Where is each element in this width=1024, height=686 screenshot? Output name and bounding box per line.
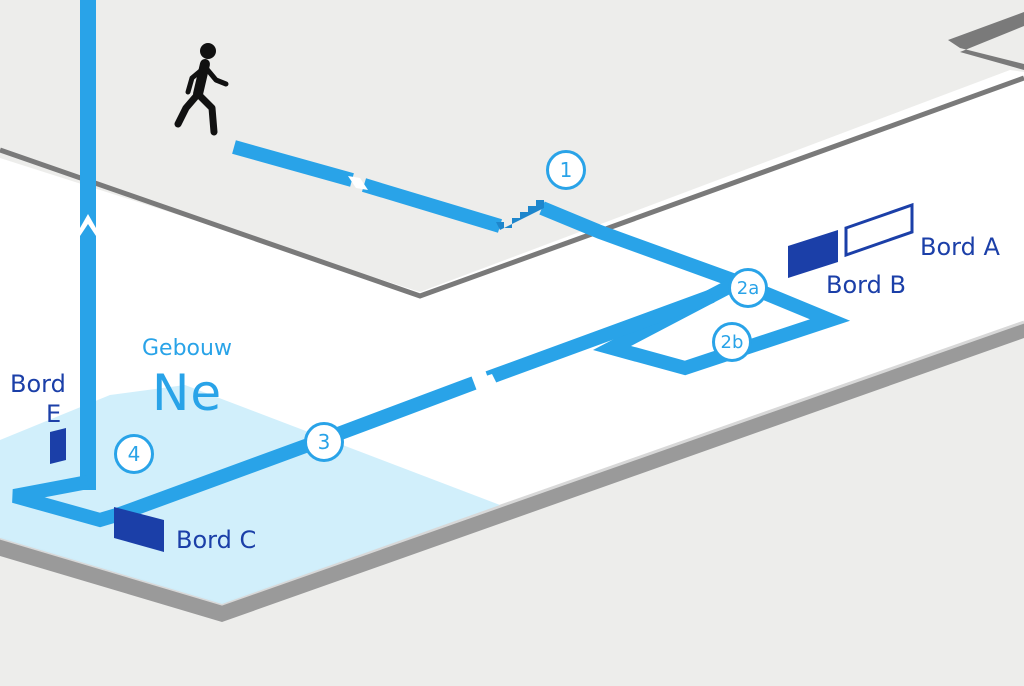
building-name: Gebouw — [142, 336, 232, 361]
sign-marker-a — [844, 202, 914, 258]
sign-label-e-line2: E — [46, 400, 62, 428]
sign-label-c: Bord C — [176, 526, 257, 554]
path-break-icon — [348, 176, 498, 390]
waypoint-1: 1 — [546, 150, 586, 190]
stairs-icon — [496, 200, 544, 230]
sign-label-a: Bord A — [920, 233, 1000, 261]
waypoint-3: 3 — [304, 422, 344, 462]
waypoint-4: 4 — [114, 434, 154, 474]
waypoint-2a: 2a — [728, 268, 768, 308]
walking-person-icon — [174, 43, 229, 136]
sign-marker-e — [50, 428, 66, 464]
sign-marker-b — [788, 230, 838, 278]
route-path — [12, 0, 851, 528]
building-code: Ne — [152, 364, 223, 422]
sign-label-e-line1: Bord — [10, 370, 66, 398]
sign-label-b: Bord B — [826, 271, 906, 299]
sign-marker-c — [114, 507, 164, 552]
waypoint-2b: 2b — [712, 322, 752, 362]
direction-arrow-icon — [80, 214, 96, 236]
